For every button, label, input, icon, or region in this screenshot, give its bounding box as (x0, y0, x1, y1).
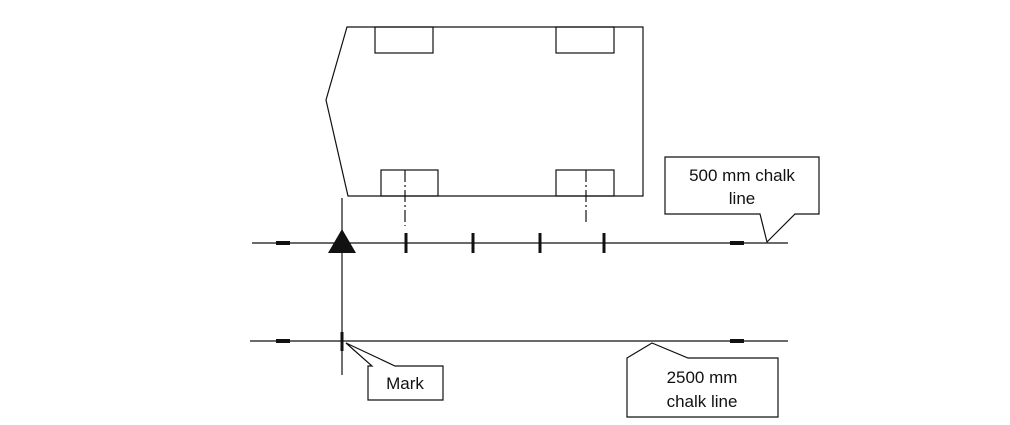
line-end-dash (730, 339, 744, 343)
tick-mark (471, 233, 475, 253)
2500mm-callout-box (626, 342, 779, 418)
line-end-dash (276, 339, 290, 343)
vehicle-outline (325, 26, 644, 197)
tick-mark (538, 233, 542, 253)
2500mm-label-line1: 2500 mm (667, 368, 738, 387)
line-end-dash (730, 241, 744, 245)
wheel-front-left (374, 26, 434, 54)
mark-label: Mark (386, 374, 424, 393)
mark-tick (340, 332, 344, 351)
500mm-callout-box (664, 156, 820, 244)
tick-mark (404, 233, 408, 253)
tick-mark (602, 233, 606, 253)
2500mm-label-line2: chalk line (667, 392, 738, 411)
mark-callout-box (345, 342, 444, 401)
wheel-rear-left (555, 26, 615, 54)
500mm-label-line1: 500 mm chalk (689, 166, 795, 185)
500mm-label-line2: line (729, 189, 755, 208)
wheel-front-right (380, 169, 439, 197)
reference-triangle-icon (328, 229, 356, 253)
wheel-rear-right (555, 169, 615, 197)
line-end-dash (276, 241, 290, 245)
